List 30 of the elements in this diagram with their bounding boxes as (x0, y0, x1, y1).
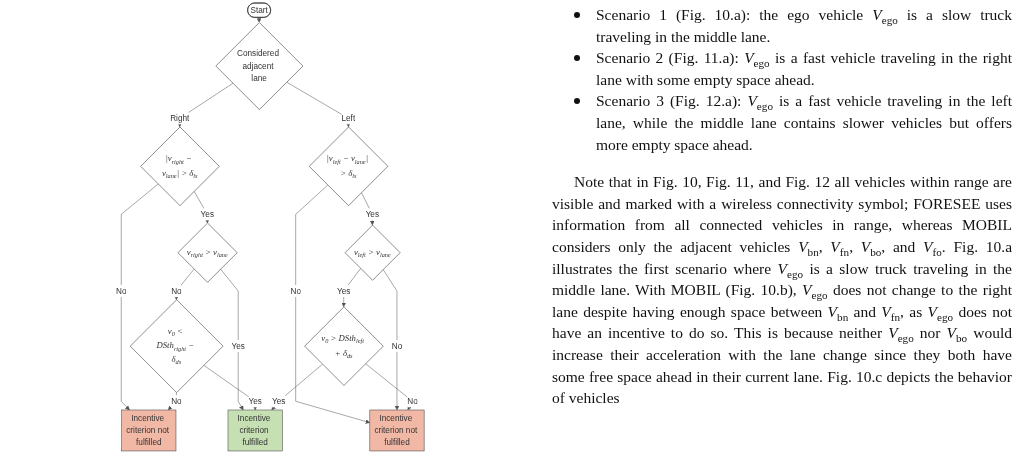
decision-diamond: v$_{0}$ < DSth$_{right}$ − δ$_{ds}$ (129, 299, 224, 393)
edge-label: No (391, 340, 403, 353)
decision-diamond: v$_{right}$ > v$_{lane}$ (177, 222, 238, 283)
decision-diamond: v$_{left}$ > v$_{lane}$ (344, 224, 401, 281)
edge-label: Right (170, 112, 190, 125)
body-paragraph: Note that in Fig. 10, Fig. 11, and Fig. 12 all vehicles within range are visible and marked with a wireless connectivity symbol; FORESEE uses information from all connected vehicles in range, whereas MOBIL considers only the adjacent vehicles V$_{bn}$, V$_{fn}$, V$_{bo}$, and V$_{fo}$. Fig. 10.a illustrates the first scenario where V$_{ego}$ is a slow truck traveling in the middle lane. With MOBIL (Fig. 10.b), V$_{ego}$ does not change to the right lane despite having enough space between V$_{bn}$ and V$_{fn}$, as V$_{ego}$ does not have an incentive to do so. This is because neither V$_{ego}$ nor V$_{bo}$ would increase their acceleration with the lane change since they both have some free space ahead in their current lane. Fig. 10.c depicts the behavior of vehicles (552, 172, 1012, 409)
edge-label: Yes (200, 208, 214, 221)
decision-diamond: |v$_{left}$ − v$_{lane}$| > δ$_{ls}$ (308, 126, 389, 206)
arrow (256, 17, 262, 23)
edge-label: No (407, 395, 418, 408)
bullet-text: Scenario 2 (Fig. 11.a): V$_{ego}$ is a fast vehicle traveling in the right lane with some empty space ahead. (596, 48, 1012, 90)
edge-label: Yes (231, 340, 245, 353)
bullet-text: Scenario 1 (Fig. 10.a): the ego vehicle V$_{ego}$ is a slow truck traveling in the middle lane. (596, 5, 1012, 47)
edge-label: Yes (365, 208, 379, 221)
decision-diamond: Considered adjacent lane (215, 22, 304, 110)
decision-diamond: v$_{0}$ > DSth$_{left}$ + δ$_{ds}$ (304, 306, 384, 386)
decision-diamond: |v$_{right}$ − v$_{lane}$| > δ$_{ls}$ (140, 126, 220, 206)
edge-label: No (171, 284, 182, 298)
edge-label: No (171, 395, 182, 408)
process-box: Incentive criterion fulfilled (227, 409, 283, 452)
edge-label: Yes (272, 395, 286, 408)
edge-label: Yes (336, 284, 351, 298)
bullet-text: Scenario 3 (Fig. 12.a): V$_{ego}$ is a fast vehicle traveling in the left lane, while the middle lane contains slower vehicles but offers more empty space ahead. (596, 91, 1012, 155)
edge-label: Yes (248, 395, 262, 408)
process-box: Incentive criterion not fulfilled (369, 409, 425, 452)
start-terminal: Start (247, 2, 271, 18)
process-box: Incentive criterion not fulfilled (121, 409, 177, 452)
edge-label: No (115, 284, 127, 298)
edge-label: No (290, 284, 301, 298)
edge-label: Left (341, 112, 356, 125)
